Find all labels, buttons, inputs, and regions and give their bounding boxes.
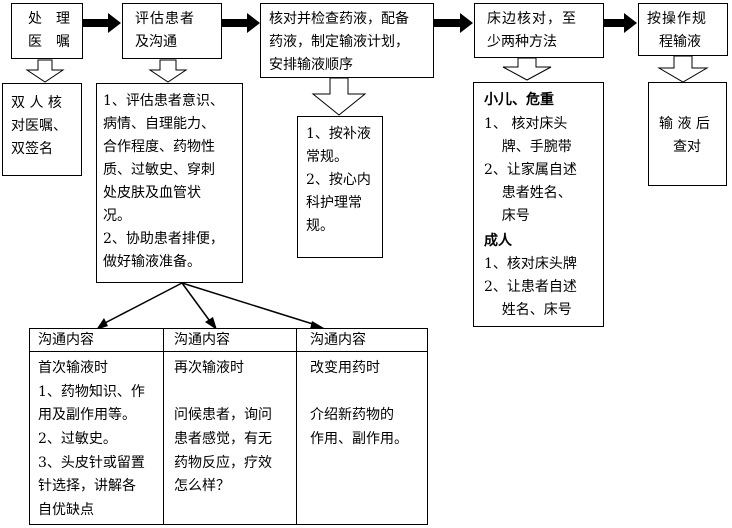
child-item-3: 2、让家属自述 [484,162,577,178]
step-check-prepare: 核对并检查药液，配备 药液，制定输液计划， 安排输液顺序 [260,3,434,78]
comm-col1-title: 首次输液时 [38,360,108,376]
detail-double-check-line-3: 双签名 [11,141,53,157]
step-assess-line-1: 评估患者 [135,11,195,27]
comm-col1-line-1: 1、药物知识、作 [38,384,145,400]
assess-line-8: 做好输液准备。 [103,254,201,270]
detail-double-check-line-2: 对医嘱、 [11,118,67,134]
comm-col1-line-4: 3、头皮针或留置 [38,455,145,471]
assess-line-1: 1、评估患者意识、 [103,93,224,109]
step-assess: 评估患者 及沟通 [122,3,222,59]
assess-line-2: 病情、自理能力、 [103,116,215,132]
adult-item-1: 1、核对床头牌 [484,256,577,272]
assess-line-6: 况。 [103,208,131,224]
order-rules-line-2: 常规。 [306,149,348,165]
comm-col2-line-5: 怎么样？ [174,478,230,494]
comm-col1-header: 沟通内容 [38,332,94,348]
order-rules-line-4: 科护理常 [306,195,362,211]
arrow-right-3 [433,13,473,33]
child-item-5: 床号 [484,208,530,224]
comm-col3-title: 改变用药时 [310,360,380,376]
step-check-line-3: 安排输液顺序 [269,57,353,73]
arrow-down-3 [311,77,367,116]
arrow-down-4 [502,57,552,81]
step-infuse-line-1: 按操作规 [647,11,707,27]
assess-line-3: 合作程度、药物性 [103,139,215,155]
arrow-head-left [96,318,108,330]
after-infusion-line-2: 查对 [673,139,701,155]
after-infusion-line-1: 输 液 后 [659,116,710,132]
arrow-right-4 [603,13,637,33]
assess-line-4: 质、过敏史、穿刺 [103,162,215,178]
comm-col2-line-2: 问候患者，询问 [174,407,272,423]
assess-line-5: 处皮肤及血管状 [103,185,201,201]
arrow-down-1 [25,59,65,83]
comm-col2-line-3: 患者感觉，有无 [174,431,272,447]
child-item-2: 牌、手腕带 [484,139,572,155]
comm-col-divider-2 [296,329,297,524]
order-rules-line-3: 2、按心内 [306,172,371,188]
arrow-down-5 [657,55,709,83]
comm-col-divider-1 [163,329,164,524]
step-infuse: 按操作规 程输液 [638,3,728,56]
step-verify-order-line-1: 处 理 [28,11,70,27]
detail-double-check-line-1: 双 人 核 [11,95,62,111]
step-bedside-line-2: 少两种方法 [487,34,557,50]
order-rules-line-1: 1、按补液 [306,126,371,142]
comm-col3-line-2: 介绍新药物的 [310,407,394,423]
arrow-head-mid [205,317,217,330]
adult-item-2: 2、让患者自述 [484,279,577,295]
arrow-right-2 [222,13,260,33]
detail-assess: 1、评估患者意识、 病情、自理能力、 合作程度、药物性 质、过敏史、穿刺 处皮肤… [96,83,243,283]
comm-col3-line-3: 作用、副作用。 [310,431,408,447]
arrow-right-1 [82,13,121,33]
comm-col2-header: 沟通内容 [174,332,230,348]
step-verify-order: 处 理 医 嘱 [11,3,83,59]
detail-order-rules: 1、按补液 常规。 2、按心内 科护理常 规。 [297,116,383,258]
arrow-line-mid [181,282,213,325]
step-check-line-1: 核对并检查药液，配备 [269,11,409,27]
comm-col3-header: 沟通内容 [310,332,366,348]
step-verify-order-line-2: 医 嘱 [28,34,70,50]
adult-item-3: 姓名、床号 [484,302,572,318]
detail-identify-methods: 小儿、危重 1、 核对床头 牌、手腕带 2、让家属自述 患者姓名、 床号 成人 … [473,82,604,327]
order-rules-line-5: 规。 [306,218,334,234]
comm-col1-line-2: 用及副作用等。 [38,407,136,423]
detail-double-check: 双 人 核 对医嘱、 双签名 [2,83,82,176]
child-title: 小儿、危重 [484,92,554,108]
arrow-line-right [181,282,317,326]
arrow-head-right [310,321,324,329]
comm-col2-title: 再次输液时 [174,360,244,376]
comm-header-divider [30,351,427,352]
detail-after-infusion: 输 液 后 查对 [648,82,727,186]
step-check-line-2: 药液，制定输液计划， [269,34,409,50]
step-assess-line-2: 及沟通 [135,34,177,50]
step-infuse-line-2: 程输液 [659,34,701,50]
arrow-line-left [102,282,183,325]
arrow-down-2 [148,59,188,83]
comm-col1-line-6: 自优缺点 [38,502,94,518]
child-item-4: 患者姓名、 [484,185,572,201]
comm-col2-line-4: 药物反应，疗效 [174,455,272,471]
comm-col1-line-3: 2、过敏史。 [38,431,117,447]
communication-table: 沟通内容 首次输液时 1、药物知识、作 用及副作用等。 2、过敏史。 3、头皮针… [29,328,428,525]
child-item-1: 1、 核对床头 [484,116,568,132]
step-bedside-line-1: 床边核对，至 [487,11,577,27]
adult-title: 成人 [484,233,512,249]
assess-line-7: 2、协助患者排便， [103,231,224,247]
comm-col1-line-5: 针选择，讲解各 [38,478,136,494]
step-bedside-check: 床边核对，至 少两种方法 [474,3,604,58]
